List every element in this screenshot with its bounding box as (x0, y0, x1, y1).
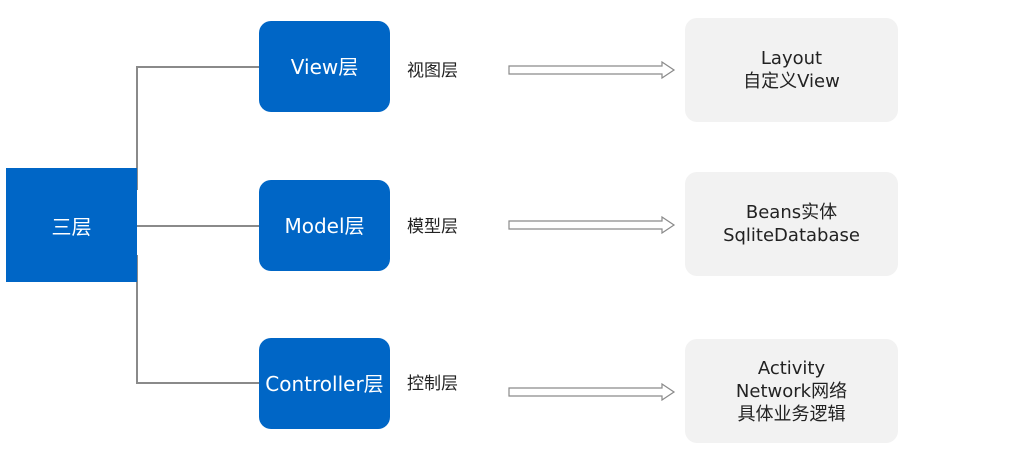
connector-view (136, 66, 259, 190)
view-detail-line: 自定义View (743, 71, 840, 92)
view-detail-box: Layout 自定义View (685, 18, 898, 122)
connector-controller (136, 255, 259, 384)
controller-layer-label: 控制层 (407, 374, 458, 394)
root-node: 三层 (6, 168, 137, 282)
model-layer-box-label: Model层 (284, 213, 365, 238)
view-detail-line: Layout (760, 48, 823, 69)
model-layer-label: 模型层 (407, 217, 458, 237)
model-detail-line: Beans实体 (745, 202, 838, 223)
controller-detail-box: Activity Network网络 具体业务逻辑 (685, 339, 898, 443)
model-layer-box: Model层 (259, 180, 390, 271)
controller-detail-line: Network网络 (735, 380, 848, 402)
controller-detail-line: Activity (757, 357, 826, 379)
view-arrow-icon (508, 61, 676, 79)
controller-arrow-icon (508, 383, 676, 401)
root-label: 三层 (51, 214, 92, 239)
controller-detail-line: 具体业务逻辑 (737, 403, 846, 425)
model-arrow-icon (508, 216, 676, 234)
model-detail-line: SqliteDatabase (723, 225, 860, 246)
controller-layer-box: Controller层 (259, 338, 390, 429)
view-layer-box: View层 (259, 21, 390, 112)
view-layer-box-label: View层 (290, 54, 359, 79)
controller-layer-box-label: Controller层 (265, 371, 384, 396)
model-detail-box: Beans实体 SqliteDatabase (685, 172, 898, 276)
view-layer-label: 视图层 (407, 61, 458, 81)
